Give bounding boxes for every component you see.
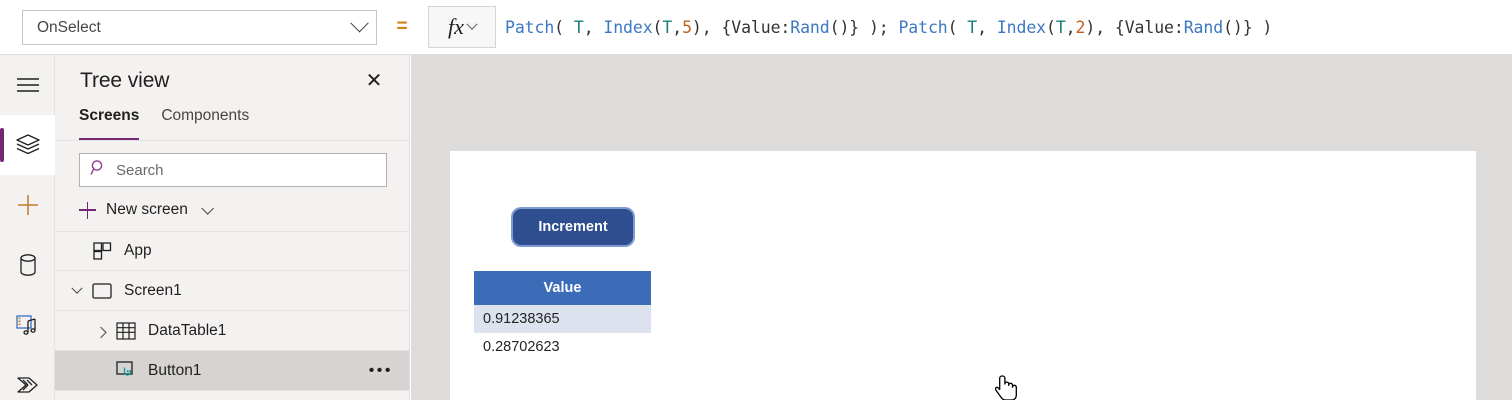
- tree-view-header: Tree view ✕: [55, 55, 409, 107]
- twisty-arrow: [71, 282, 83, 294]
- tree-item-button1[interactable]: Button1 •••: [55, 351, 409, 391]
- button-icon: [113, 360, 139, 381]
- formula-token: (: [652, 17, 663, 37]
- table-cell-value: 0.91238365: [483, 311, 560, 327]
- fx-expand-button[interactable]: fx: [428, 6, 496, 48]
- rail-item-data-sources[interactable]: [0, 235, 55, 295]
- formula-token: ,: [672, 17, 683, 37]
- table-body: 0.91238365 0.28702623: [474, 305, 651, 361]
- table-row[interactable]: 0.91238365: [474, 305, 651, 333]
- formula-token: T: [1055, 17, 1066, 37]
- app-icon: [89, 242, 115, 260]
- tree-item-screen1[interactable]: Screen1: [55, 271, 409, 311]
- media-icon: [15, 313, 41, 337]
- canvas-area: Increment Value 0.91238365 0.28702623: [411, 55, 1512, 400]
- formula-token: Rand: [1183, 17, 1224, 37]
- chevron-right-icon[interactable]: [89, 326, 113, 338]
- search-placeholder: Search: [116, 161, 164, 179]
- chevron-down-icon: [201, 201, 214, 215]
- formula-token: ,: [583, 17, 604, 37]
- chevron-down-icon: [466, 18, 478, 30]
- formula-token: Index: [996, 17, 1046, 37]
- formula-token: T: [967, 17, 978, 37]
- table-cell-value: 0.28702623: [483, 339, 560, 355]
- formula-token: Value: [731, 17, 781, 37]
- datatable-icon: [113, 321, 139, 340]
- rail-item-hamburger-menu[interactable]: [0, 55, 55, 115]
- rail-item-media[interactable]: [0, 295, 55, 355]
- formula-token: Rand: [790, 17, 830, 37]
- insert-plus-icon: [16, 193, 40, 217]
- formula-input[interactable]: Patch( T, Index(T,5), {Value:Rand()} ); …: [505, 0, 1512, 54]
- tree-item-label: Button1: [148, 361, 202, 379]
- equals-sign: =: [396, 16, 408, 37]
- panel-title: Tree view: [80, 69, 170, 92]
- formula-bar: OnSelect = fx Patch( T, Index(T,5), {Val…: [0, 0, 1512, 55]
- hamburger-menu-icon: [16, 77, 40, 93]
- formula-token: Value: [1124, 17, 1174, 37]
- rail-item-tree-view[interactable]: [0, 115, 55, 175]
- formula-token: ), {: [691, 17, 732, 37]
- formula-token: Patch: [898, 17, 948, 37]
- formula-token: Index: [603, 17, 653, 37]
- formula-token: ,: [1065, 17, 1076, 37]
- search-input[interactable]: Search: [79, 153, 387, 187]
- property-selector-value: OnSelect: [37, 18, 101, 36]
- formula-token: ), {: [1085, 17, 1125, 37]
- app-screen-canvas[interactable]: Increment Value 0.91238365 0.28702623: [450, 151, 1476, 400]
- formula-token: T: [573, 17, 584, 37]
- formula-token: (: [554, 17, 574, 37]
- tree-view-icon: [15, 133, 41, 157]
- tree-item-datatable1[interactable]: DataTable1: [55, 311, 409, 351]
- screen-icon: [89, 282, 115, 299]
- formula-token: 5: [682, 17, 692, 37]
- tree-item-label: DataTable1: [148, 321, 227, 339]
- tree-view-tabs: Screens Components: [55, 107, 409, 141]
- close-icon[interactable]: ✕: [365, 70, 383, 92]
- overflow-menu-icon[interactable]: •••: [368, 361, 393, 379]
- formula-token: ()} );: [829, 17, 899, 37]
- chevron-down-icon: [350, 14, 369, 33]
- table-column-header-value[interactable]: Value: [474, 271, 651, 305]
- left-icon-rail: [0, 55, 55, 400]
- formula-token: (: [947, 17, 968, 37]
- new-screen-button[interactable]: New screen: [55, 187, 409, 223]
- property-selector-dropdown[interactable]: OnSelect: [22, 10, 377, 45]
- search-icon: [90, 159, 107, 181]
- tree-view-panel: Tree view ✕ Screens Components Search: [55, 55, 410, 400]
- formula-token: Patch: [505, 17, 555, 37]
- formula-token: ,: [977, 17, 997, 37]
- formula-token: 2: [1075, 17, 1086, 37]
- rail-item-power-automate[interactable]: [0, 355, 55, 400]
- formula-token: :: [1173, 17, 1184, 37]
- formula-token: :: [780, 17, 791, 37]
- search-container: Search: [55, 141, 409, 187]
- fx-icon: fx: [448, 14, 464, 39]
- increment-button[interactable]: Increment: [513, 209, 633, 245]
- twisty-arrow: [95, 326, 107, 338]
- data-table[interactable]: Value 0.91238365 0.28702623: [474, 271, 651, 361]
- data-sources-icon: [18, 253, 38, 277]
- mouse-cursor-pointer: [994, 375, 1021, 400]
- formula-token: T: [662, 17, 673, 37]
- tab-screens[interactable]: Screens: [79, 107, 140, 140]
- table-row[interactable]: 0.28702623: [474, 333, 651, 361]
- rail-item-insert[interactable]: [0, 175, 55, 235]
- power-automate-icon: [15, 374, 41, 396]
- tree-item-label: App: [124, 242, 152, 259]
- plus-icon: [79, 201, 96, 219]
- formula-token: ()} ): [1223, 17, 1273, 37]
- formula-token: (: [1045, 17, 1056, 37]
- tab-components[interactable]: Components: [161, 107, 250, 124]
- chevron-down-icon[interactable]: [65, 282, 89, 295]
- new-screen-label: New screen: [106, 201, 188, 218]
- tree-item-label: Screen1: [124, 281, 182, 299]
- tree-item-app[interactable]: App: [55, 231, 409, 271]
